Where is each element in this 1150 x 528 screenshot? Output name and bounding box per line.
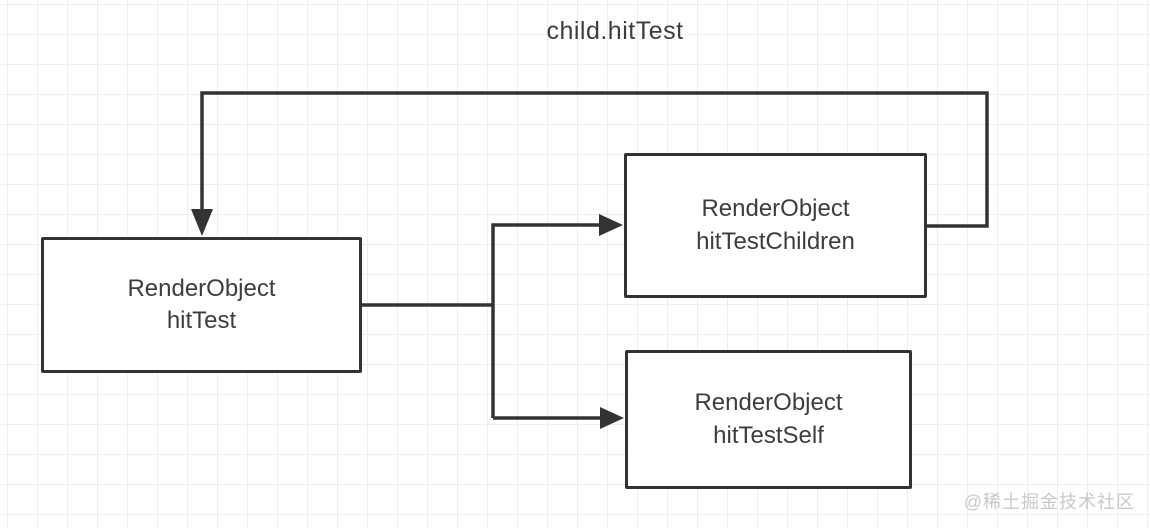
- edge-hittest-to-children: [491, 223, 601, 418]
- node-renderobject-hittestchildren: RenderObject hitTestChildren: [624, 153, 927, 298]
- node-label-line1: RenderObject: [127, 274, 276, 302]
- edge-children-loop-to-hittest: [200, 91, 989, 228]
- node-label-line2: hitTestChildren: [696, 227, 855, 255]
- watermark: @稀土掘金技术社区: [963, 492, 1135, 512]
- node-label-line1: RenderObject: [694, 389, 843, 417]
- node-label-line2: hitTestSelf: [713, 421, 824, 449]
- node-renderobject-hittestself: RenderObject hitTestSelf: [625, 350, 912, 489]
- node-label-line1: RenderObject: [701, 195, 850, 223]
- node-label-line2: hitTest: [166, 307, 237, 334]
- node-renderobject-hittest: RenderObject hitTest: [41, 237, 362, 373]
- arrowhead-right-self-icon: [600, 407, 624, 429]
- diagram-title: child.hitTest: [546, 17, 684, 45]
- arrowhead-down-hittest-icon: [191, 209, 213, 236]
- arrowhead-right-children-icon: [599, 214, 623, 236]
